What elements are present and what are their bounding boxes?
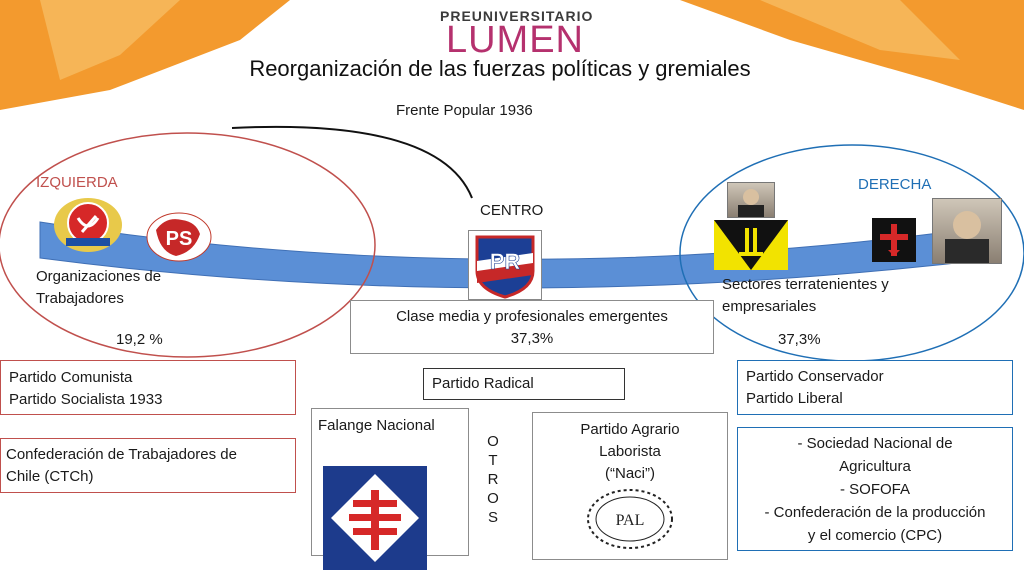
centro-label-box: Clase media y profesionales emergentes 3… xyxy=(350,300,714,354)
ctch-line2: Chile (CTCh) xyxy=(6,468,94,485)
page-title: Reorganización de las fuerzas políticas … xyxy=(249,56,751,81)
radical-party-logo: PR xyxy=(475,235,535,299)
org-line5: y el comercio (CPC) xyxy=(807,527,943,544)
otros-letter-t: T xyxy=(488,452,498,469)
left-parties-box: Partido Comunista Partido Socialista 193… xyxy=(0,360,296,415)
right-label-line2: empresariales xyxy=(722,298,817,315)
right-orange-banner-light xyxy=(760,0,960,60)
portrait-left xyxy=(727,182,775,218)
portrait-right xyxy=(932,198,1002,264)
falange-logo xyxy=(323,466,427,570)
ctch-line1: Confederación de Trabajadores de xyxy=(6,446,237,463)
right-orange-banner xyxy=(680,0,1024,110)
right-parties-box: Partido Conservador Partido Liberal xyxy=(737,360,1013,415)
frente-popular-arc xyxy=(231,125,473,199)
brand-logo: LUMEN xyxy=(445,19,585,61)
falange-label: Falange Nacional xyxy=(318,417,435,434)
derecha-heading: DERECHA xyxy=(858,176,932,193)
partido-radical-box: Partido Radical xyxy=(423,368,625,400)
otros-letter-s: S xyxy=(487,509,498,526)
right-label-line1: Sectores terratenientes y xyxy=(722,276,889,293)
org-line4: - Confederación de la producción xyxy=(764,504,986,521)
party-comunista: Partido Comunista xyxy=(9,369,133,386)
agrario-line1: Partido Agrario xyxy=(580,421,680,438)
centro-heading: CENTRO xyxy=(480,202,544,219)
left-percent: 19,2 % xyxy=(116,331,163,348)
centro-percent: 37,3% xyxy=(510,330,554,347)
centro-label-line1: Clase media y profesionales emergentes xyxy=(396,308,668,325)
org-line1: - Sociedad Nacional de xyxy=(797,435,953,452)
left-group-label: Organizaciones de Trabajadores xyxy=(36,266,161,310)
pal-logo: PAL xyxy=(587,489,673,549)
pal-logo-text: PAL xyxy=(616,512,645,529)
person-icon xyxy=(738,189,764,217)
agrario-line3: (“Naci”) xyxy=(605,465,655,482)
ps-logo-text: PS xyxy=(166,228,193,250)
communist-party-logo xyxy=(54,198,122,252)
radical-party-logo-frame: PR xyxy=(468,230,542,300)
right-orgs-box: - Sociedad Nacional de Agricultura - SOF… xyxy=(737,427,1013,551)
person-icon xyxy=(945,211,989,263)
left-red-ellipse xyxy=(0,132,376,358)
frente-popular-label: Frente Popular 1936 xyxy=(396,102,533,119)
ctch-box: Confederación de Trabajadores de Chile (… xyxy=(0,438,296,493)
party-conservador: Partido Conservador xyxy=(746,368,884,385)
left-orange-banner-light xyxy=(40,0,180,80)
left-label-line1: Organizaciones de xyxy=(36,268,162,285)
pr-logo-text: PR xyxy=(490,249,521,274)
party-liberal: Partido Liberal xyxy=(746,390,843,407)
otros-letter-o1: O xyxy=(487,433,499,450)
conservative-party-logo xyxy=(714,220,788,270)
partido-radical-label: Partido Radical xyxy=(432,375,534,392)
right-group-label: Sectores terratenientes y empresariales xyxy=(722,274,889,318)
agrario-box: Partido Agrario Laborista (“Naci”) xyxy=(532,412,728,560)
otros-vertical-label: O T R O S xyxy=(486,432,500,527)
socialist-party-logo: PS xyxy=(146,212,212,262)
agrario-line2: Laborista xyxy=(599,443,661,460)
org-line2: Agricultura xyxy=(839,458,911,475)
party-socialista: Partido Socialista 1933 xyxy=(9,391,163,408)
right-percent: 37,3% xyxy=(778,331,821,348)
izquierda-heading: IZQUIERDA xyxy=(36,174,118,191)
otros-letter-r: R xyxy=(487,471,499,488)
org-line3: - SOFOFA xyxy=(839,481,910,498)
brand-top: PREUNIVERSITARIO xyxy=(440,8,594,24)
liberal-party-logo xyxy=(872,218,916,262)
left-label-line2: Trabajadores xyxy=(36,290,124,307)
otros-letter-o2: O xyxy=(487,490,499,507)
